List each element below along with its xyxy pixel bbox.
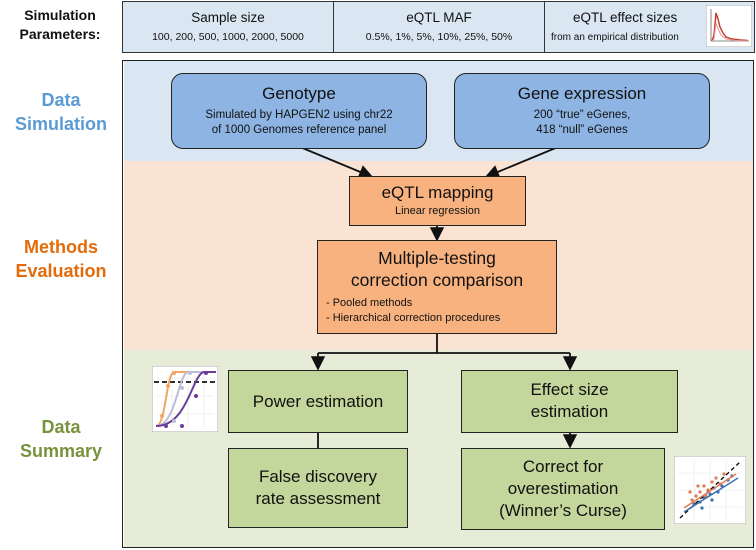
maf-param-box: eQTL MAF 0.5%, 1%, 5%, 10%, 25%, 50% [333,1,545,53]
maf-values: 0.5%, 1%, 5%, 10%, 25%, 50% [365,31,513,43]
genotype-node: Genotype Simulated by HAPGEN2 using chr2… [171,73,427,149]
effect-distribution-thumbnail [706,5,752,47]
multiple-testing-title: Multiple-testing correction comparison [350,248,524,290]
bullet-hierarchical-procedures: - Hierarchical correction procedures [326,312,501,324]
gene-expression-title: Gene expression [517,84,647,103]
effect-scatter-thumbnail [674,456,746,524]
multiple-testing-node: Multiple-testing correction comparison -… [317,240,557,334]
main-frame [122,60,754,548]
data-simulation-label: Data Simulation [14,90,107,134]
winners-curse-title: Correct for overestimation (Winner’s Cur… [499,457,627,520]
methods-evaluation-label: Methods Evaluation [15,237,107,281]
bullet-pooled-methods: - Pooled methods [326,297,413,309]
eqtl-mapping-description: Linear regression [395,205,480,217]
power-curves-thumbnail [152,366,218,432]
eqtl-mapping-node: eQTL mapping Linear regression [349,176,526,226]
genotype-title: Genotype [262,84,336,103]
effect-size-estimation-title: Effect size estimation [530,380,609,421]
gene-expression-node: Gene expression 200 “true” eGenes, 418 “… [454,73,710,149]
correction-methods-list: - Pooled methods - Hierarchical correcti… [318,296,556,326]
sample-size-values: 100, 200, 500, 1000, 2000, 5000 [152,31,304,43]
power-estimation-title: Power estimation [252,392,384,411]
arrow-genotype-to-mapping [299,146,374,179]
simulation-parameters-label: Simulation Parameters: [19,7,101,42]
effect-size-estimation-node: Effect size estimation [461,370,678,433]
fdr-assessment-title: False discovery rate assessment [255,467,381,508]
arrow-expression-to-mapping [484,146,559,179]
effect-size-values: from an empirical distribution [551,32,679,43]
maf-title: eQTL MAF [406,10,472,25]
sample-size-param-box: Sample size 100, 200, 500, 1000, 2000, 5… [122,1,334,53]
effect-size-title: eQTL effect sizes [573,10,678,25]
winners-curse-node: Correct for overestimation (Winner’s Cur… [461,448,665,530]
genotype-description: Simulated by HAPGEN2 using chr22 of 1000… [205,109,393,136]
fdr-assessment-node: False discovery rate assessment [228,448,408,528]
eqtl-mapping-title: eQTL mapping [381,183,494,202]
data-summary-label: Data Summary [19,417,103,461]
sample-size-title: Sample size [191,10,265,25]
power-estimation-node: Power estimation [228,370,408,433]
gene-expression-description: 200 “true” eGenes, 418 “null” eGenes [533,109,631,136]
